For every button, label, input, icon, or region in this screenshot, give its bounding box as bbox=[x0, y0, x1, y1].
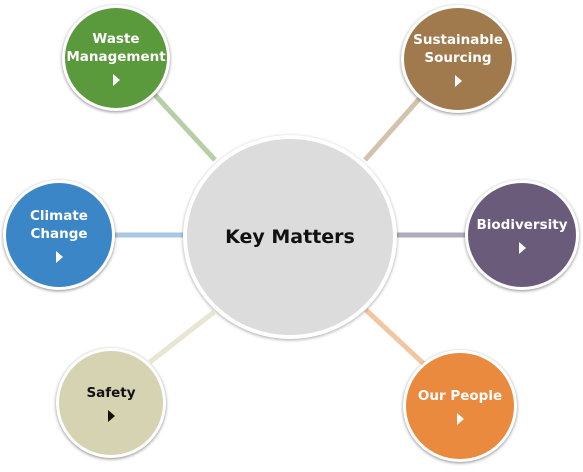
our-people-label: Our People bbox=[417, 388, 503, 404]
key-matters-hub: Key Matters bbox=[183, 135, 397, 339]
waste-management-label: Waste Management bbox=[66, 31, 166, 65]
biodiversity-label: Biodiversity bbox=[476, 217, 568, 233]
safety-label: Safety bbox=[86, 385, 136, 401]
biodiversity-node[interactable]: Biodiversity bbox=[465, 180, 579, 290]
our-people-node[interactable]: Our People bbox=[403, 350, 517, 462]
connector-safety bbox=[148, 310, 216, 364]
connector-waste bbox=[153, 93, 217, 162]
connector-people bbox=[364, 308, 427, 367]
play-arrow-icon bbox=[55, 251, 63, 263]
connector-sourcing bbox=[363, 96, 422, 162]
play-arrow-icon bbox=[112, 74, 120, 86]
play-arrow-icon bbox=[518, 242, 526, 254]
climate-change-node[interactable]: Climate Change bbox=[3, 180, 115, 290]
sustainable-sourcing-node[interactable]: Sustainable Sourcing bbox=[401, 5, 515, 113]
safety-node[interactable]: Safety bbox=[56, 348, 166, 458]
play-arrow-icon bbox=[107, 410, 115, 422]
climate-change-label: Climate Change bbox=[30, 208, 88, 242]
sustainable-sourcing-label: Sustainable Sourcing bbox=[413, 32, 503, 66]
play-arrow-icon bbox=[454, 75, 462, 87]
hub-title: Key Matters bbox=[225, 226, 355, 248]
play-arrow-icon bbox=[456, 413, 464, 425]
waste-management-node[interactable]: Waste Management bbox=[62, 5, 170, 111]
